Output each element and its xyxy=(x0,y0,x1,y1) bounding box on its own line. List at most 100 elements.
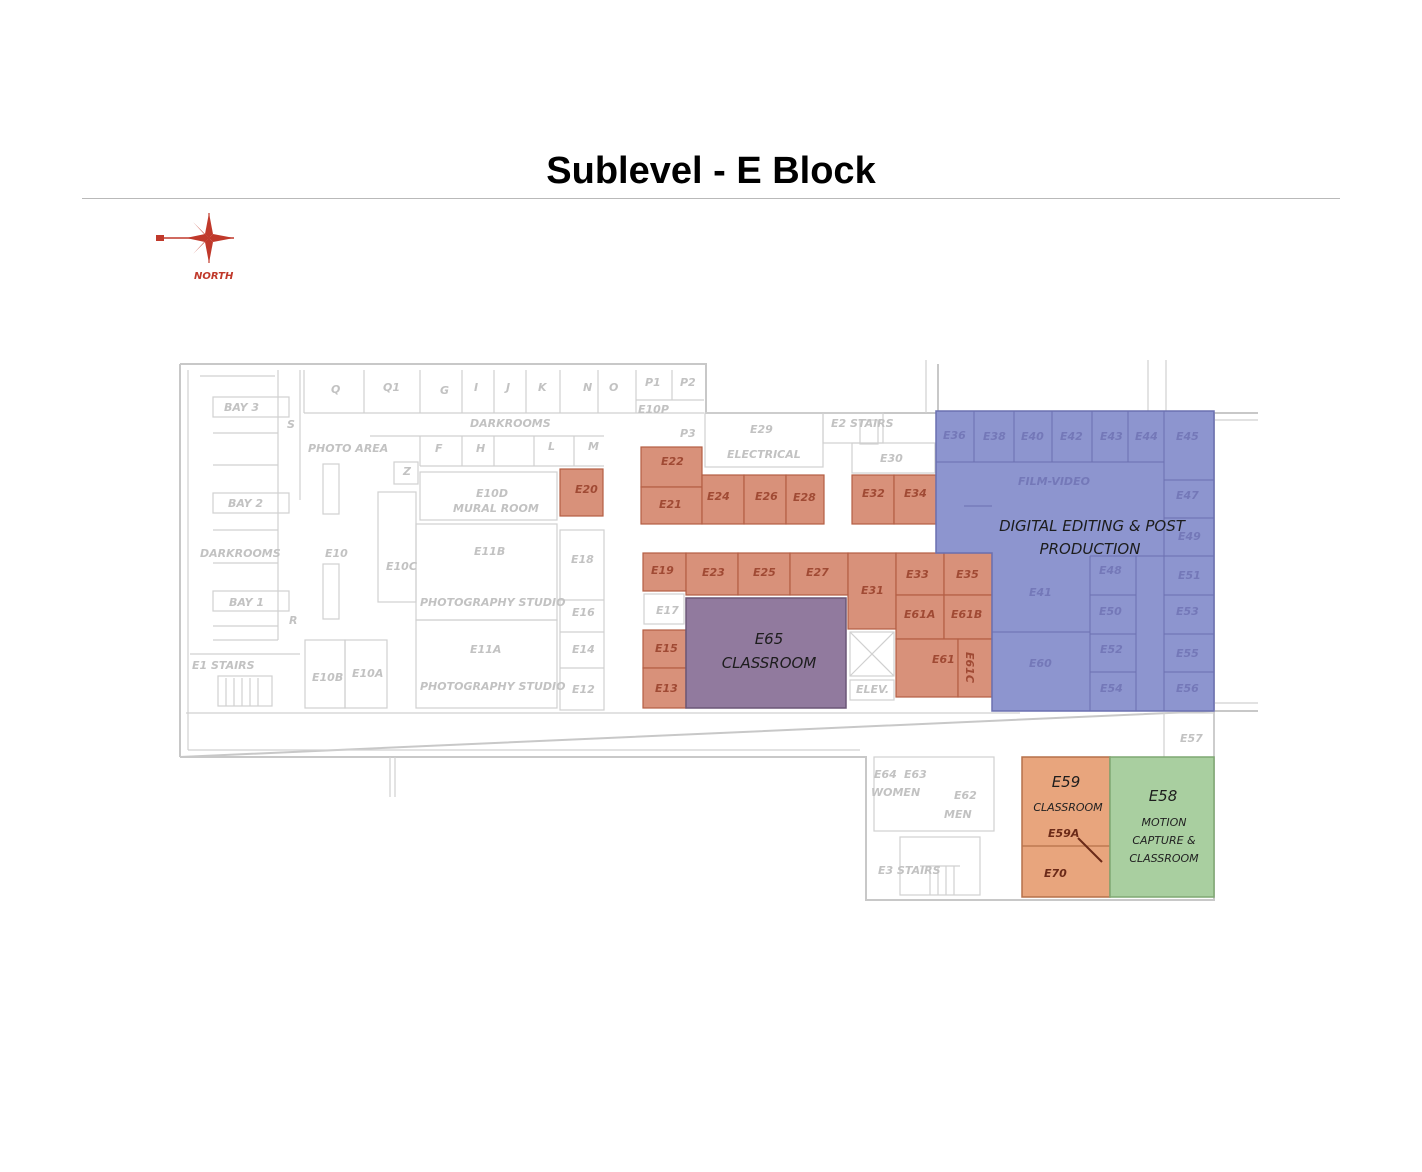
north-label: NORTH xyxy=(194,271,234,282)
label-e30: E30 xyxy=(880,452,903,465)
label-e21: E21 xyxy=(659,498,682,511)
elevator-icon xyxy=(849,631,895,701)
label-e16: E16 xyxy=(572,606,595,619)
compass-icon xyxy=(156,213,234,263)
label-e53: E53 xyxy=(1176,605,1199,618)
label-f: F xyxy=(435,442,443,455)
label-e18: E18 xyxy=(571,553,594,566)
label-e17: E17 xyxy=(656,604,679,617)
label-o: O xyxy=(609,381,618,394)
label-e64: E64 xyxy=(874,768,897,781)
room-e13 xyxy=(642,667,687,709)
room-e15 xyxy=(642,629,687,669)
label-e27: E27 xyxy=(806,566,829,579)
label-e65-number: E65 xyxy=(755,630,784,648)
label-e55: E55 xyxy=(1176,647,1199,660)
label-e15: E15 xyxy=(655,642,678,655)
label-e59a: E59A xyxy=(1048,827,1079,840)
label-e51: E51 xyxy=(1178,569,1201,582)
label-digital-editing-line1: DIGITAL EDITING & POST xyxy=(999,517,1187,535)
label-darkrooms-north: DARKROOMS xyxy=(470,417,551,430)
label-e61: E61 xyxy=(932,653,955,666)
label-e35: E35 xyxy=(956,568,979,581)
room-e20 xyxy=(559,468,604,517)
label-e49: E49 xyxy=(1178,530,1201,543)
label-e31: E31 xyxy=(861,584,884,597)
title-divider xyxy=(82,198,1340,199)
label-e13: E13 xyxy=(655,682,678,695)
room-e61 xyxy=(895,638,959,698)
room-e34 xyxy=(893,474,937,525)
label-bay1: BAY 1 xyxy=(229,596,264,609)
label-e10b: E10B xyxy=(312,671,343,684)
label-e62: E62 xyxy=(954,789,977,802)
label-e56: E56 xyxy=(1176,682,1199,695)
label-e38: E38 xyxy=(983,430,1006,443)
label-h: H xyxy=(476,442,485,455)
label-e19: E19 xyxy=(651,564,674,577)
label-i: I xyxy=(474,381,478,394)
label-e25: E25 xyxy=(753,566,776,579)
label-e52: E52 xyxy=(1100,643,1123,656)
label-e10p: E10P xyxy=(638,403,669,416)
label-e23: E23 xyxy=(702,566,725,579)
room-e25 xyxy=(737,552,791,596)
building-walls xyxy=(179,360,1258,901)
label-e61a: E61A xyxy=(904,608,935,621)
label-g: G xyxy=(440,384,449,397)
room-e23 xyxy=(685,552,739,596)
label-e10c: E10C xyxy=(386,560,417,573)
label-e59-classroom: CLASSROOM xyxy=(1033,801,1103,814)
room-e33 xyxy=(895,552,945,596)
label-e1-stairs: E1 STAIRS xyxy=(192,659,255,672)
page-title: Sublevel - E Block xyxy=(546,150,876,192)
label-electrical: ELECTRICAL xyxy=(727,448,801,461)
label-e33: E33 xyxy=(906,568,929,581)
label-e58-line3: CLASSROOM xyxy=(1129,852,1199,865)
label-p1: P1 xyxy=(645,376,661,389)
label-l: L xyxy=(548,440,555,453)
label-photo-studio-2: PHOTOGRAPHY STUDIO xyxy=(420,680,565,693)
label-e24: E24 xyxy=(707,490,730,503)
label-mural-room: MURAL ROOM xyxy=(453,502,539,515)
label-e50: E50 xyxy=(1099,605,1122,618)
label-k: K xyxy=(538,381,548,394)
label-e61b: E61B xyxy=(951,608,982,621)
label-e22: E22 xyxy=(661,455,684,468)
label-film-video: FILM-VIDEO xyxy=(1018,475,1090,488)
label-digital-editing-line2: PRODUCTION xyxy=(1040,540,1141,558)
room-e59-classroom xyxy=(1021,756,1111,898)
label-e12: E12 xyxy=(572,683,595,696)
label-e61c: E61C xyxy=(963,652,976,683)
label-p3: P3 xyxy=(680,427,696,440)
label-j: J xyxy=(504,381,510,394)
label-e10: E10 xyxy=(325,547,348,560)
label-e11b: E11B xyxy=(474,545,505,558)
label-e2-stairs: E2 STAIRS xyxy=(831,417,894,430)
label-e14: E14 xyxy=(572,643,595,656)
digital-editing-area xyxy=(935,410,1215,712)
room-e26 xyxy=(743,474,787,525)
label-darkrooms-west: DARKROOMS xyxy=(200,547,281,560)
label-e26: E26 xyxy=(755,490,778,503)
label-photo-studio-1: PHOTOGRAPHY STUDIO xyxy=(420,596,565,609)
label-bay3: BAY 3 xyxy=(224,401,259,414)
label-e29: E29 xyxy=(750,423,773,436)
label-e10d: E10D xyxy=(476,487,508,500)
label-e70: E70 xyxy=(1044,867,1067,880)
label-men: MEN xyxy=(944,808,972,821)
label-q: Q xyxy=(331,383,340,396)
label-women: WOMEN xyxy=(871,786,920,799)
label-e58-line1: MOTION xyxy=(1142,816,1187,829)
label-e11a: E11A xyxy=(470,643,501,656)
label-e60: E60 xyxy=(1029,657,1052,670)
label-e43: E43 xyxy=(1100,430,1123,443)
label-p2: P2 xyxy=(680,376,696,389)
label-e57: E57 xyxy=(1180,732,1203,745)
label-z: Z xyxy=(402,465,412,478)
label-bay2: BAY 2 xyxy=(228,497,263,510)
room-e28 xyxy=(785,474,825,525)
label-e36: E36 xyxy=(943,429,966,442)
label-e32: E32 xyxy=(862,487,885,500)
